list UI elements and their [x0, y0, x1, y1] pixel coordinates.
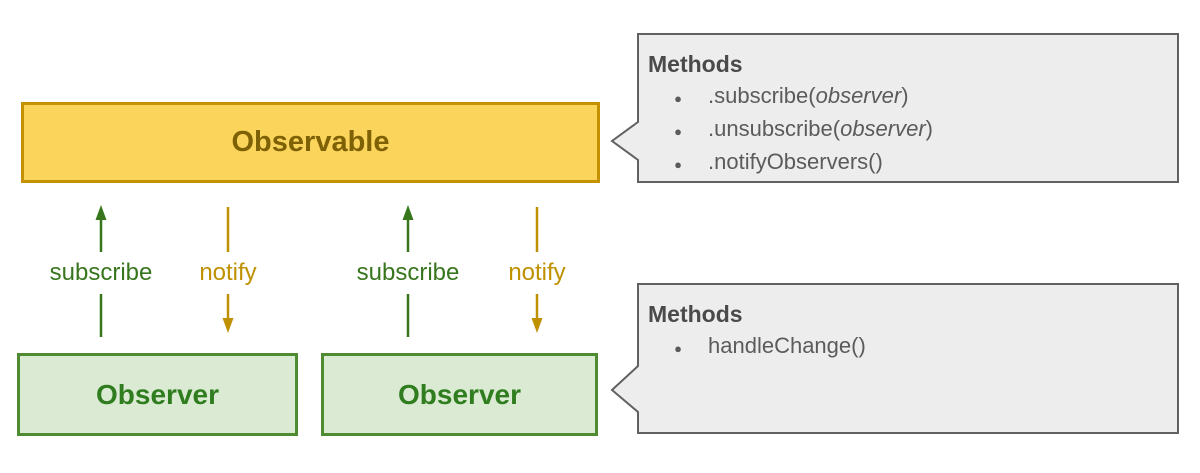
method-prefix: .notifyObservers() — [708, 149, 883, 174]
method-text: .unsubscribe(observer) — [708, 114, 933, 144]
method-prefix: .unsubscribe( — [708, 116, 841, 141]
observer-label: Observer — [96, 378, 219, 410]
method-item-unsubscribe: ● .unsubscribe(observer) — [648, 114, 1163, 147]
observable-box: Observable — [21, 102, 600, 183]
callout-title: Methods — [648, 301, 743, 327]
notify-label-left: notify — [199, 259, 257, 286]
observer-methods-callout-bubble — [610, 283, 1179, 434]
arrowhead-up-icon — [95, 205, 107, 220]
method-suffix: ) — [901, 83, 909, 108]
notify-label-right: notify — [508, 259, 566, 286]
arrowhead-up-icon — [402, 205, 414, 220]
method-text: handleChange() — [708, 331, 866, 361]
method-suffix: ) — [925, 116, 933, 141]
method-item-subscribe: ● .subscribe(observer) — [648, 81, 1163, 114]
subscribe-arrow-right — [402, 205, 414, 337]
observer-methods-callout: Methods ● handleChange() — [648, 300, 1163, 364]
observable-methods-callout-bubble — [610, 33, 1179, 183]
notify-arrow-right — [531, 207, 543, 333]
method-item-notifyobservers: ● .notifyObservers() — [648, 147, 1163, 180]
subscribe-label-left: subscribe — [49, 259, 153, 286]
method-arg: observer — [840, 116, 926, 141]
arrowhead-down-icon — [531, 318, 543, 333]
method-prefix: .subscribe( — [708, 83, 816, 108]
method-arg: observer — [815, 83, 902, 108]
bullet-icon: ● — [674, 157, 682, 172]
method-prefix: handleChange() — [708, 333, 866, 358]
arrowhead-down-icon — [222, 318, 234, 333]
subscribe-label-right: subscribe — [356, 259, 460, 286]
subscribe-arrow-left — [95, 205, 107, 337]
observer-box-left: Observer — [17, 353, 298, 436]
bullet-icon: ● — [674, 91, 682, 106]
bullet-icon: ● — [674, 341, 682, 356]
observer-box-right: Observer — [321, 353, 598, 436]
observable-label: Observable — [231, 126, 390, 158]
notify-arrow-left — [222, 207, 234, 333]
observer-label: Observer — [398, 378, 521, 410]
method-item-handlechange: ● handleChange() — [648, 331, 1163, 364]
callout-title: Methods — [648, 51, 743, 77]
observable-methods-callout: Methods ● .subscribe(observer) ● .unsubs… — [648, 50, 1163, 180]
method-text: .notifyObservers() — [708, 147, 883, 177]
bullet-icon: ● — [674, 124, 682, 139]
method-text: .subscribe(observer) — [708, 81, 909, 111]
